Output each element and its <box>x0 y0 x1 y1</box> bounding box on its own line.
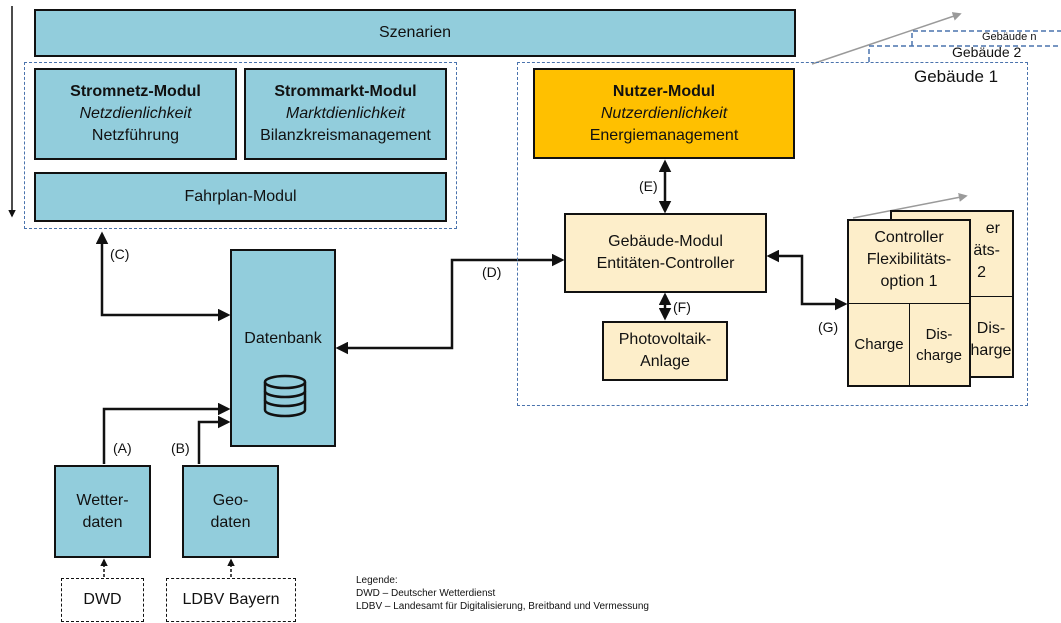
building-1-label: Gebäude 1 <box>914 67 999 86</box>
market-module-line: Bilanzkreismanagement <box>260 127 431 144</box>
scenarios-bar: Szenarien <box>34 9 796 57</box>
geo-data: Geo- daten <box>182 465 279 558</box>
weather-data: Wetter- daten <box>54 465 151 558</box>
edge-a <box>102 402 231 464</box>
building-n-label: Gebäude n <box>982 31 1037 43</box>
edge-c <box>95 231 231 322</box>
edge-label-c: (C) <box>110 246 130 262</box>
pv-system: Photovoltaik- Anlage <box>602 321 728 381</box>
controller-charge: Charge <box>854 336 904 353</box>
controller-option-1: Controller Flexibilitäts- option 1 Charg… <box>847 219 971 387</box>
market-module-title: Strommarkt-Modul <box>274 83 417 100</box>
ldbv-label: LDBV Bayern <box>182 591 280 608</box>
legend: Legende: DWD – Deutscher Wetterdienst LD… <box>356 574 649 613</box>
ldbv-source: LDBV Bayern <box>166 578 296 622</box>
dwd-label: DWD <box>83 591 122 608</box>
database-label: Datenbank <box>244 330 322 347</box>
user-module: Nutzer-Modul Nutzerdienlichkeit Energiem… <box>533 68 795 159</box>
edge-b <box>197 415 231 464</box>
edge-label-e: (E) <box>639 178 658 194</box>
grid-module-line: Netzführung <box>91 127 180 144</box>
edge-label-b: (B) <box>171 440 190 456</box>
controller-2-line1: er <box>985 220 1000 237</box>
database-icon <box>263 374 307 418</box>
controller-2-discharge-1: Dis- <box>976 320 1006 337</box>
legend-title: Legende: <box>356 575 398 586</box>
building-2-outline <box>868 45 1061 62</box>
system-modules-group <box>24 62 457 229</box>
building-1-group <box>517 62 1028 406</box>
controller-2-line3: 2 <box>977 264 986 281</box>
market-module: Strommarkt-Modul Marktdienlichkeit Bilan… <box>244 68 447 160</box>
edge-label-d: (D) <box>482 264 502 280</box>
grid-module-title: Stromnetz-Modul <box>70 83 201 100</box>
weather-line1: Wetter- <box>76 491 129 509</box>
pv-line2: Anlage <box>640 353 690 370</box>
controller-line3: option 1 <box>880 273 938 290</box>
controller-stack-arrow <box>852 192 968 219</box>
building-stack-arrow <box>811 12 962 65</box>
controller-line1: Controller <box>874 229 944 246</box>
geo-line2: daten <box>210 513 251 531</box>
building-n-outline <box>911 30 1061 46</box>
building-module: Gebäude-Modul Entitäten-Controller <box>564 213 767 293</box>
controller-line2: Flexibilitäts- <box>866 251 952 268</box>
controller-discharge-2: charge <box>916 347 962 364</box>
scenarios-label: Szenarien <box>378 24 452 41</box>
dwd-source: DWD <box>61 578 144 622</box>
edge-d <box>335 253 565 355</box>
database: Datenbank <box>230 249 336 447</box>
edge-g <box>766 249 848 311</box>
controller-2-line2: äts- <box>973 242 1000 259</box>
user-module-line: Energiemanagement <box>589 126 739 144</box>
legend-dwd: DWD – Deutscher Wetterdienst <box>356 588 496 599</box>
schedule-module: Fahrplan-Modul <box>34 172 447 222</box>
schedule-module-label: Fahrplan-Modul <box>184 188 297 205</box>
building-module-line1: Gebäude-Modul <box>608 233 723 250</box>
building-2-label: Gebäude 2 <box>952 44 1022 60</box>
pv-line1: Photovoltaik- <box>618 331 712 348</box>
controller-divider <box>909 303 910 385</box>
legend-ldbv: LDBV – Landesamt für Digitalisierung, Br… <box>356 601 649 612</box>
user-module-subtitle: Nutzerdienlichkeit <box>600 104 728 122</box>
grid-module-subtitle: Netzdienlichkeit <box>79 105 192 122</box>
building-module-line2: Entitäten-Controller <box>596 255 735 272</box>
grid-module: Stromnetz-Modul Netzdienlichkeit Netzfüh… <box>34 68 237 160</box>
edge-label-g: (G) <box>818 319 839 335</box>
user-module-title: Nutzer-Modul <box>612 82 716 100</box>
geo-line1: Geo- <box>212 491 249 509</box>
edge-label-f: (F) <box>673 299 691 315</box>
market-module-subtitle: Marktdienlichkeit <box>285 105 406 122</box>
controller-2-discharge-2: harge <box>970 342 1012 359</box>
controller-discharge-1: Dis- <box>925 326 953 343</box>
edge-label-a: (A) <box>113 440 132 456</box>
weather-line2: daten <box>82 513 123 531</box>
